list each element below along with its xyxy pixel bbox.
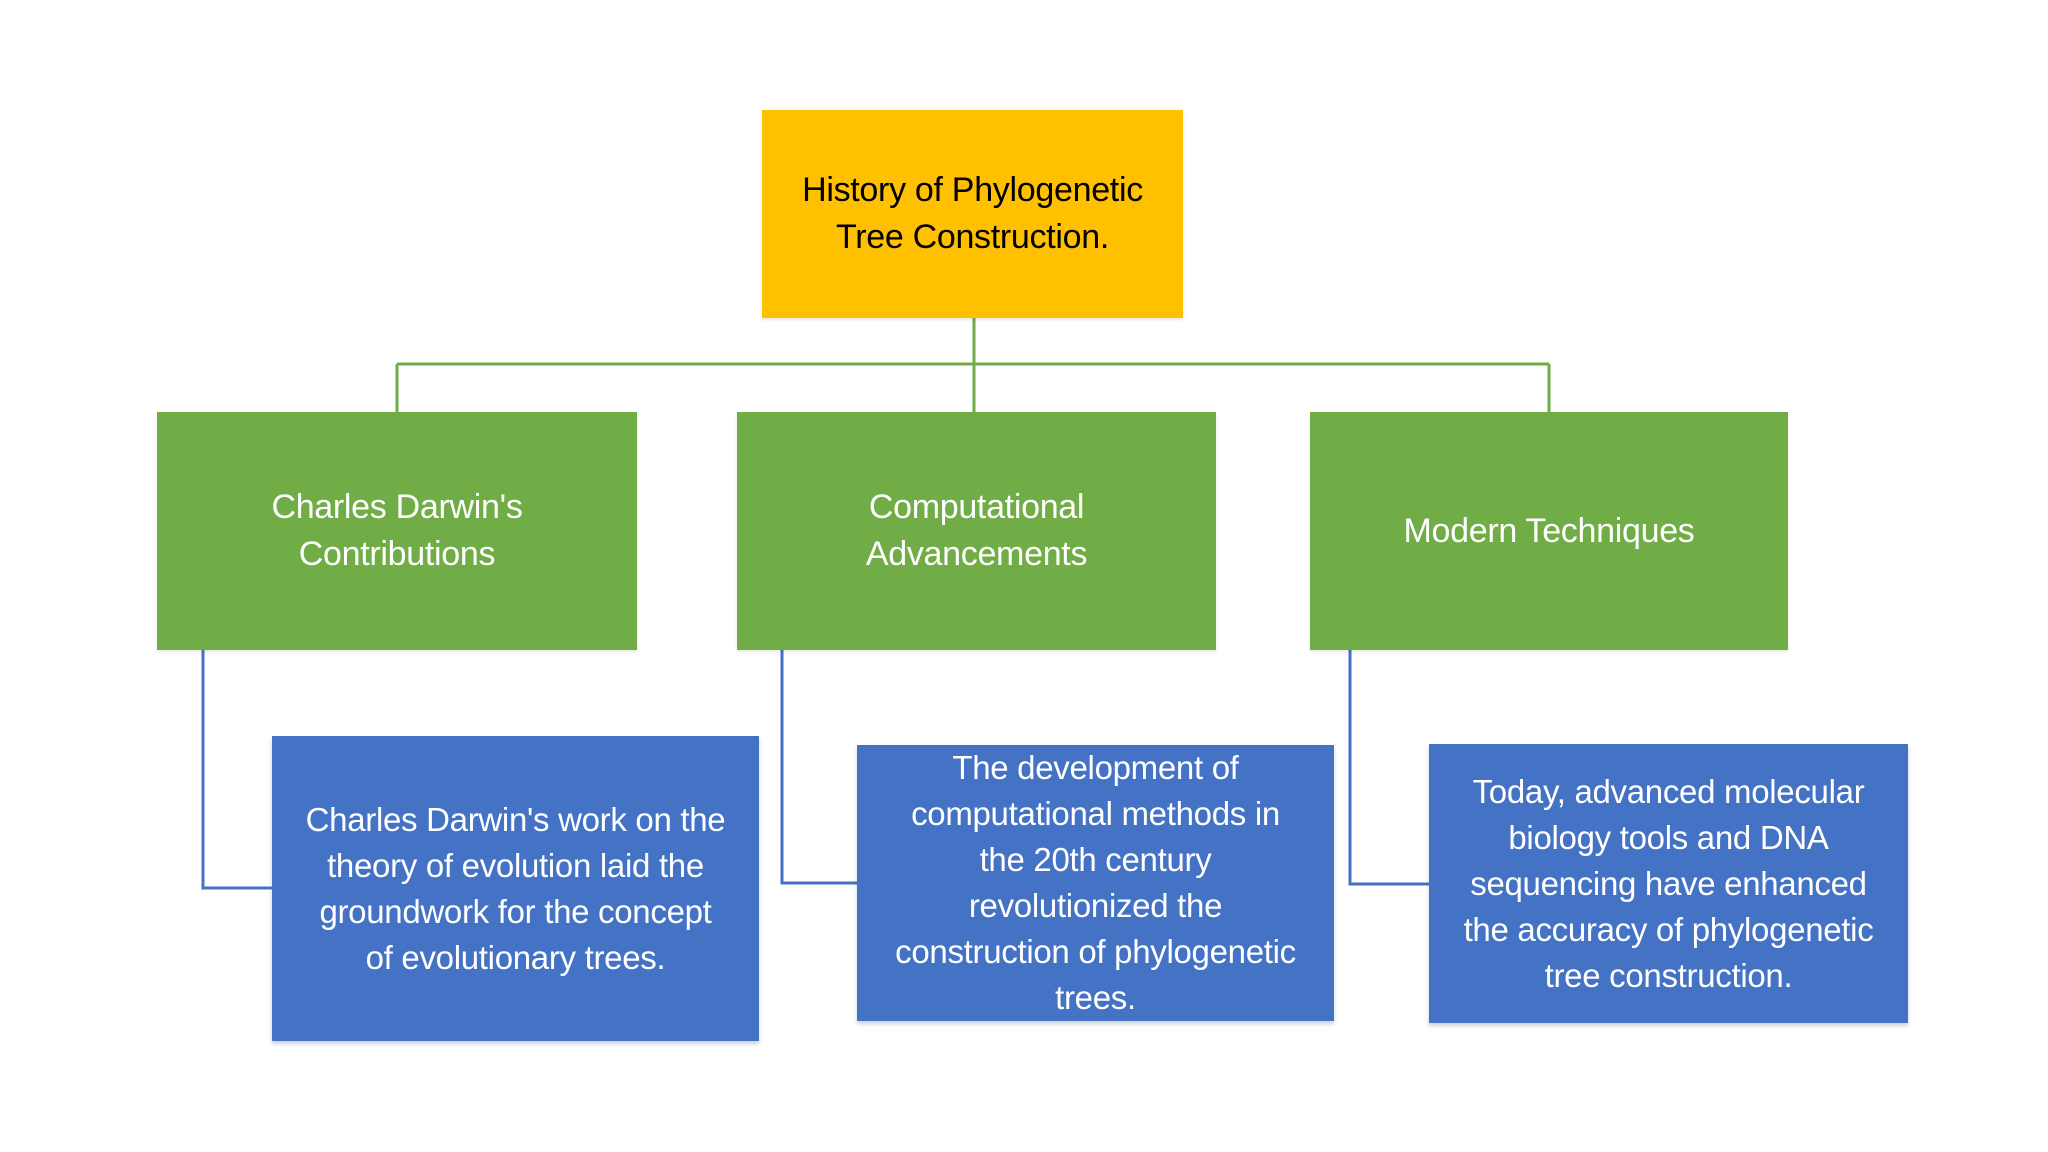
detail-node-modern-techniques: Today, advanced molecular biology tools … [1429, 744, 1908, 1023]
detail-node-text: Today, advanced molecular biology tools … [1463, 772, 1874, 994]
branch-node-label: Modern Techniques [1403, 511, 1695, 550]
branch-node-computational-advancements: Computational Advancements [737, 412, 1216, 650]
branch-node-label: Charles Darwin's Contributions [271, 488, 523, 573]
branch-node-label: Computational Advancements [865, 488, 1088, 573]
branch-node-modern-techniques: Modern Techniques [1310, 412, 1788, 650]
root-node: History of Phylogenetic Tree Constructio… [762, 110, 1183, 318]
detail-node-text: The development of computational methods… [895, 749, 1296, 1016]
root-node-label: History of Phylogenetic Tree Constructio… [802, 171, 1143, 256]
connector-branch-3-to-detail-3 [1348, 650, 1429, 886]
branch-node-darwin-contributions: Charles Darwin's Contributions [157, 412, 637, 650]
detail-node-text: Charles Darwin's work on the theory of e… [305, 800, 726, 976]
connector-branch-2-to-detail-2 [780, 650, 857, 885]
detail-node-computational-advancements: The development of computational methods… [857, 745, 1334, 1021]
detail-node-darwin-contributions: Charles Darwin's work on the theory of e… [272, 736, 759, 1041]
connector-branch-1-to-detail-1 [201, 650, 272, 890]
